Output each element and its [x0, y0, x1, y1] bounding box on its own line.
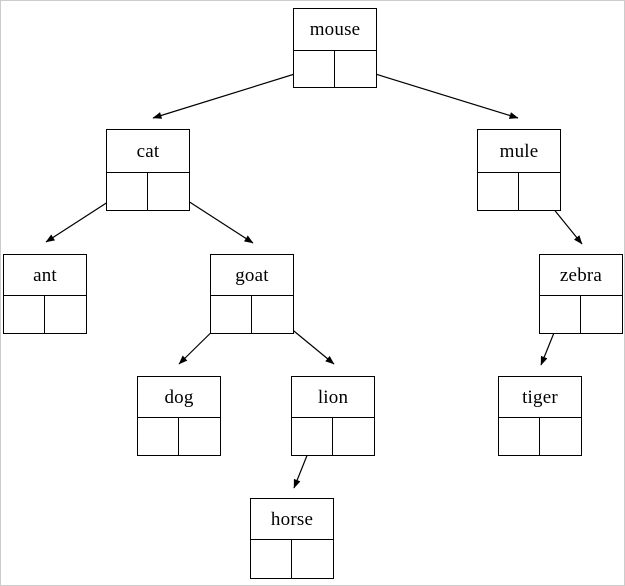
left-pointer-cell[interactable] [251, 540, 292, 578]
tree-node-label: lion [317, 386, 349, 408]
tree-node-horse[interactable]: horse [250, 498, 334, 579]
tree-node-pointer-row [4, 295, 86, 333]
right-pointer-cell[interactable] [333, 418, 374, 455]
tree-node-pointer-row [211, 295, 293, 333]
left-pointer-cell[interactable] [107, 173, 148, 210]
right-pointer-cell[interactable] [252, 296, 293, 333]
tree-node-mule[interactable]: mule [477, 129, 561, 211]
right-pointer-cell[interactable] [148, 173, 189, 210]
right-pointer-cell[interactable] [519, 173, 560, 210]
tree-node-label: tiger [522, 386, 558, 408]
tree-node-label: goat [235, 264, 269, 286]
left-pointer-cell[interactable] [499, 418, 540, 455]
tree-node-label: dog [164, 386, 194, 408]
tree-node-pointer-row [251, 539, 333, 578]
tree-node-ant[interactable]: ant [3, 254, 87, 334]
tree-node-pointer-row [138, 417, 220, 455]
right-pointer-cell[interactable] [540, 418, 581, 455]
tree-node-dog[interactable]: dog [137, 376, 221, 456]
tree-node-label: mule [499, 140, 539, 162]
tree-node-zebra[interactable]: zebra [539, 254, 623, 334]
left-pointer-cell[interactable] [211, 296, 252, 333]
right-pointer-cell[interactable] [45, 296, 86, 333]
tree-node-pointer-row [540, 295, 622, 333]
right-pointer-cell[interactable] [335, 51, 376, 87]
tree-node-pointer-row [107, 172, 189, 210]
tree-node-pointer-row [478, 172, 560, 210]
tree-node-mouse[interactable]: mouse [293, 8, 377, 88]
left-pointer-cell[interactable] [138, 418, 179, 455]
edge-mouse-cat [152, 67, 315, 119]
left-pointer-cell[interactable] [540, 296, 581, 333]
right-pointer-cell[interactable] [292, 540, 333, 578]
tree-node-pointer-row [294, 50, 376, 87]
tree-node-label: ant [33, 264, 57, 286]
edge-mouse-mule [355, 67, 519, 119]
left-pointer-cell[interactable] [294, 51, 335, 87]
tree-node-pointer-row [499, 417, 581, 455]
tree-node-pointer-row [292, 417, 374, 455]
tree-node-label: mouse [309, 19, 361, 40]
tree-node-label: horse [270, 508, 314, 530]
tree-node-tiger[interactable]: tiger [498, 376, 582, 456]
left-pointer-cell[interactable] [292, 418, 333, 455]
tree-node-label: zebra [559, 264, 603, 286]
right-pointer-cell[interactable] [581, 296, 622, 333]
right-pointer-cell[interactable] [179, 418, 220, 455]
left-pointer-cell[interactable] [4, 296, 45, 333]
tree-node-lion[interactable]: lion [291, 376, 375, 456]
left-pointer-cell[interactable] [478, 173, 519, 210]
tree-node-cat[interactable]: cat [106, 129, 190, 211]
tree-node-label: cat [136, 140, 160, 162]
tree-node-goat[interactable]: goat [210, 254, 294, 334]
